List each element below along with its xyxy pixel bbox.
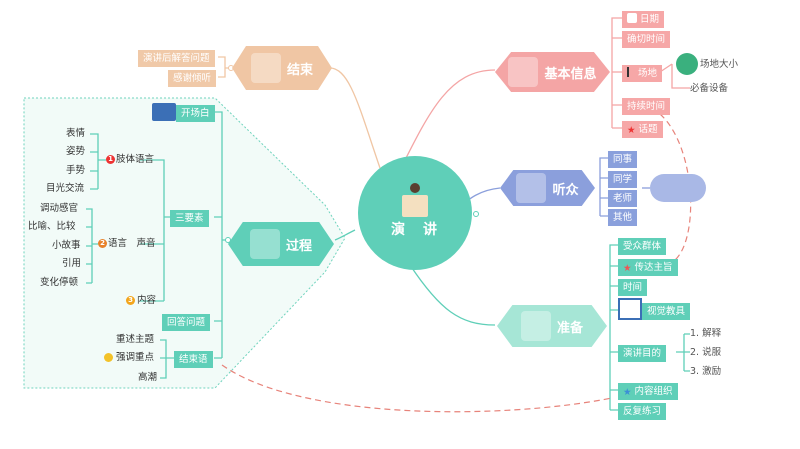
star-icon: ★ xyxy=(623,387,632,398)
voice-story: 小故事 xyxy=(52,240,81,251)
number-badge-2: 2 xyxy=(98,239,107,248)
venue-size: 场地大小 xyxy=(700,59,739,70)
branch-prep-label: 准备 xyxy=(556,320,583,336)
branch-end[interactable]: 结束 xyxy=(232,46,332,90)
prep-item-time[interactable]: 时间 xyxy=(618,279,648,296)
purpose-motivate: 3. 激励 xyxy=(690,366,722,377)
process-boundary xyxy=(23,97,346,389)
process-item-opening[interactable]: 开场白 xyxy=(176,105,215,122)
branch-end-label: 结束 xyxy=(286,62,313,78)
venue-equipment: 必备设备 xyxy=(690,83,729,94)
basic-item-duration[interactable]: 持续时间 xyxy=(622,98,671,115)
branch-prep[interactable]: 准备 xyxy=(497,305,607,347)
purpose-explain: 1. 解释 xyxy=(690,328,722,339)
body-gesture: 手势 xyxy=(66,165,86,176)
end-item-thanks[interactable]: 感谢倾听 xyxy=(168,70,217,87)
voice-metaphor: 比喻、比较 xyxy=(28,221,76,232)
audience-item-classmate[interactable]: 同学 xyxy=(608,171,638,188)
prep-item-message[interactable]: ★传达主旨 xyxy=(618,259,678,276)
branch-basic-info[interactable]: 基本信息 xyxy=(495,52,610,92)
smile-icon xyxy=(104,353,113,362)
process-item-closing[interactable]: 结束语 xyxy=(174,351,213,368)
chart-board-icon xyxy=(618,298,642,320)
purpose-persuade: 2. 说服 xyxy=(690,347,722,358)
handshake-icon xyxy=(250,53,281,83)
calendar-icon xyxy=(627,13,637,23)
body-posture: 姿势 xyxy=(66,146,86,157)
number-badge-3: 3 xyxy=(126,296,135,305)
voice-label: 语言 声音 xyxy=(108,238,156,249)
globe-icon xyxy=(676,53,698,75)
body-expression: 表情 xyxy=(66,128,86,139)
branch-audience-label: 听众 xyxy=(552,182,579,198)
audience-item-teacher[interactable]: 老师 xyxy=(608,190,638,207)
closing-climax: 高潮 xyxy=(138,372,158,383)
presenter-icon xyxy=(520,311,551,341)
audience-item-colleague[interactable]: 同事 xyxy=(608,151,638,168)
whiteboard-icon xyxy=(249,229,280,259)
branch-process-label: 过程 xyxy=(285,238,312,254)
process-item-three-elements[interactable]: 三要素 xyxy=(170,210,209,227)
branch-audience[interactable]: 听众 xyxy=(500,170,595,206)
basic-item-venue[interactable]: 场地 xyxy=(622,65,663,82)
body-language-label: 肢体语言 xyxy=(116,154,155,165)
number-badge-1: 1 xyxy=(106,155,115,164)
prep-item-practice[interactable]: 反复练习 xyxy=(618,403,667,420)
branch-process[interactable]: 过程 xyxy=(228,222,334,266)
audience-item-other[interactable]: 其他 xyxy=(608,209,638,226)
closing-emphasize: 强调重点 xyxy=(116,352,155,363)
end-item-qa[interactable]: 演讲后解答问题 xyxy=(138,50,215,67)
audience-group-icon xyxy=(650,174,706,202)
branch-basic-info-label: 基本信息 xyxy=(544,66,597,82)
basic-item-exact-time[interactable]: 确切时间 xyxy=(622,31,671,48)
basic-item-topic[interactable]: ★话题 xyxy=(622,121,663,138)
opening-icon xyxy=(152,103,176,121)
star-icon: ★ xyxy=(627,125,636,136)
prep-item-visual-aids[interactable]: 视觉教具 xyxy=(642,303,691,320)
star-icon: ★ xyxy=(623,263,632,274)
speaker-podium-icon xyxy=(508,57,539,87)
body-eye-contact: 目光交流 xyxy=(46,183,85,194)
prep-item-audience[interactable]: 受众群体 xyxy=(618,238,667,255)
voice-pause: 变化停顿 xyxy=(40,277,79,288)
process-item-answer[interactable]: 回答问题 xyxy=(162,314,211,331)
basic-item-date[interactable]: 日期 xyxy=(622,11,665,28)
voice-senses: 调动感官 xyxy=(40,203,79,214)
voice-quote: 引用 xyxy=(62,258,82,269)
flag-icon xyxy=(627,67,635,77)
audience-icon xyxy=(516,173,547,203)
prep-item-organize[interactable]: ★内容组织 xyxy=(618,383,678,400)
content-label: 内容 xyxy=(137,295,157,306)
closing-restate: 重述主题 xyxy=(116,334,155,345)
prep-item-purpose[interactable]: 演讲目的 xyxy=(618,345,667,362)
center-label: 演 讲 xyxy=(391,222,439,238)
